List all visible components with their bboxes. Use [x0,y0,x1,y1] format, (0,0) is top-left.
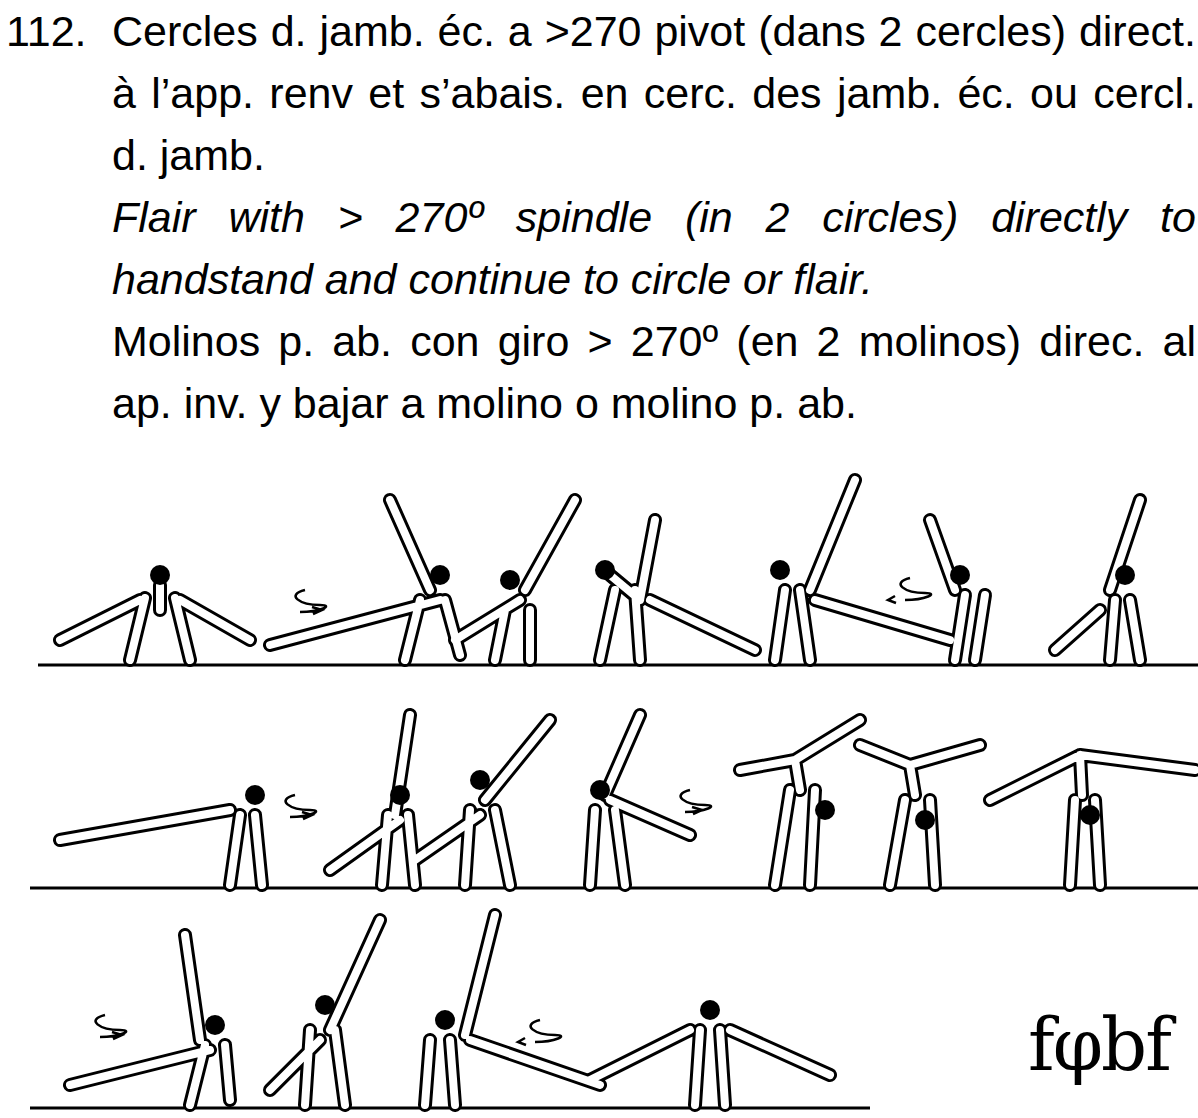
federation-logo: fφbf [1028,1000,1170,1090]
description-english: Flair with > 270º spindle (in 2 circles)… [112,186,1196,310]
description-spanish: Molinos p. ab. con giro > 270º (en 2 mol… [112,310,1196,434]
description-column: Cercles d. jamb. éc. a >270 pivot (dans … [112,0,1196,434]
heads [150,560,1135,1035]
figure-fill [60,480,1195,1105]
description-french: Cercles d. jamb. éc. a >270 pivot (dans … [112,0,1196,186]
rotation-arrows [96,578,932,1045]
element-number: 112. [6,0,87,62]
figure-outline [60,480,1195,1105]
